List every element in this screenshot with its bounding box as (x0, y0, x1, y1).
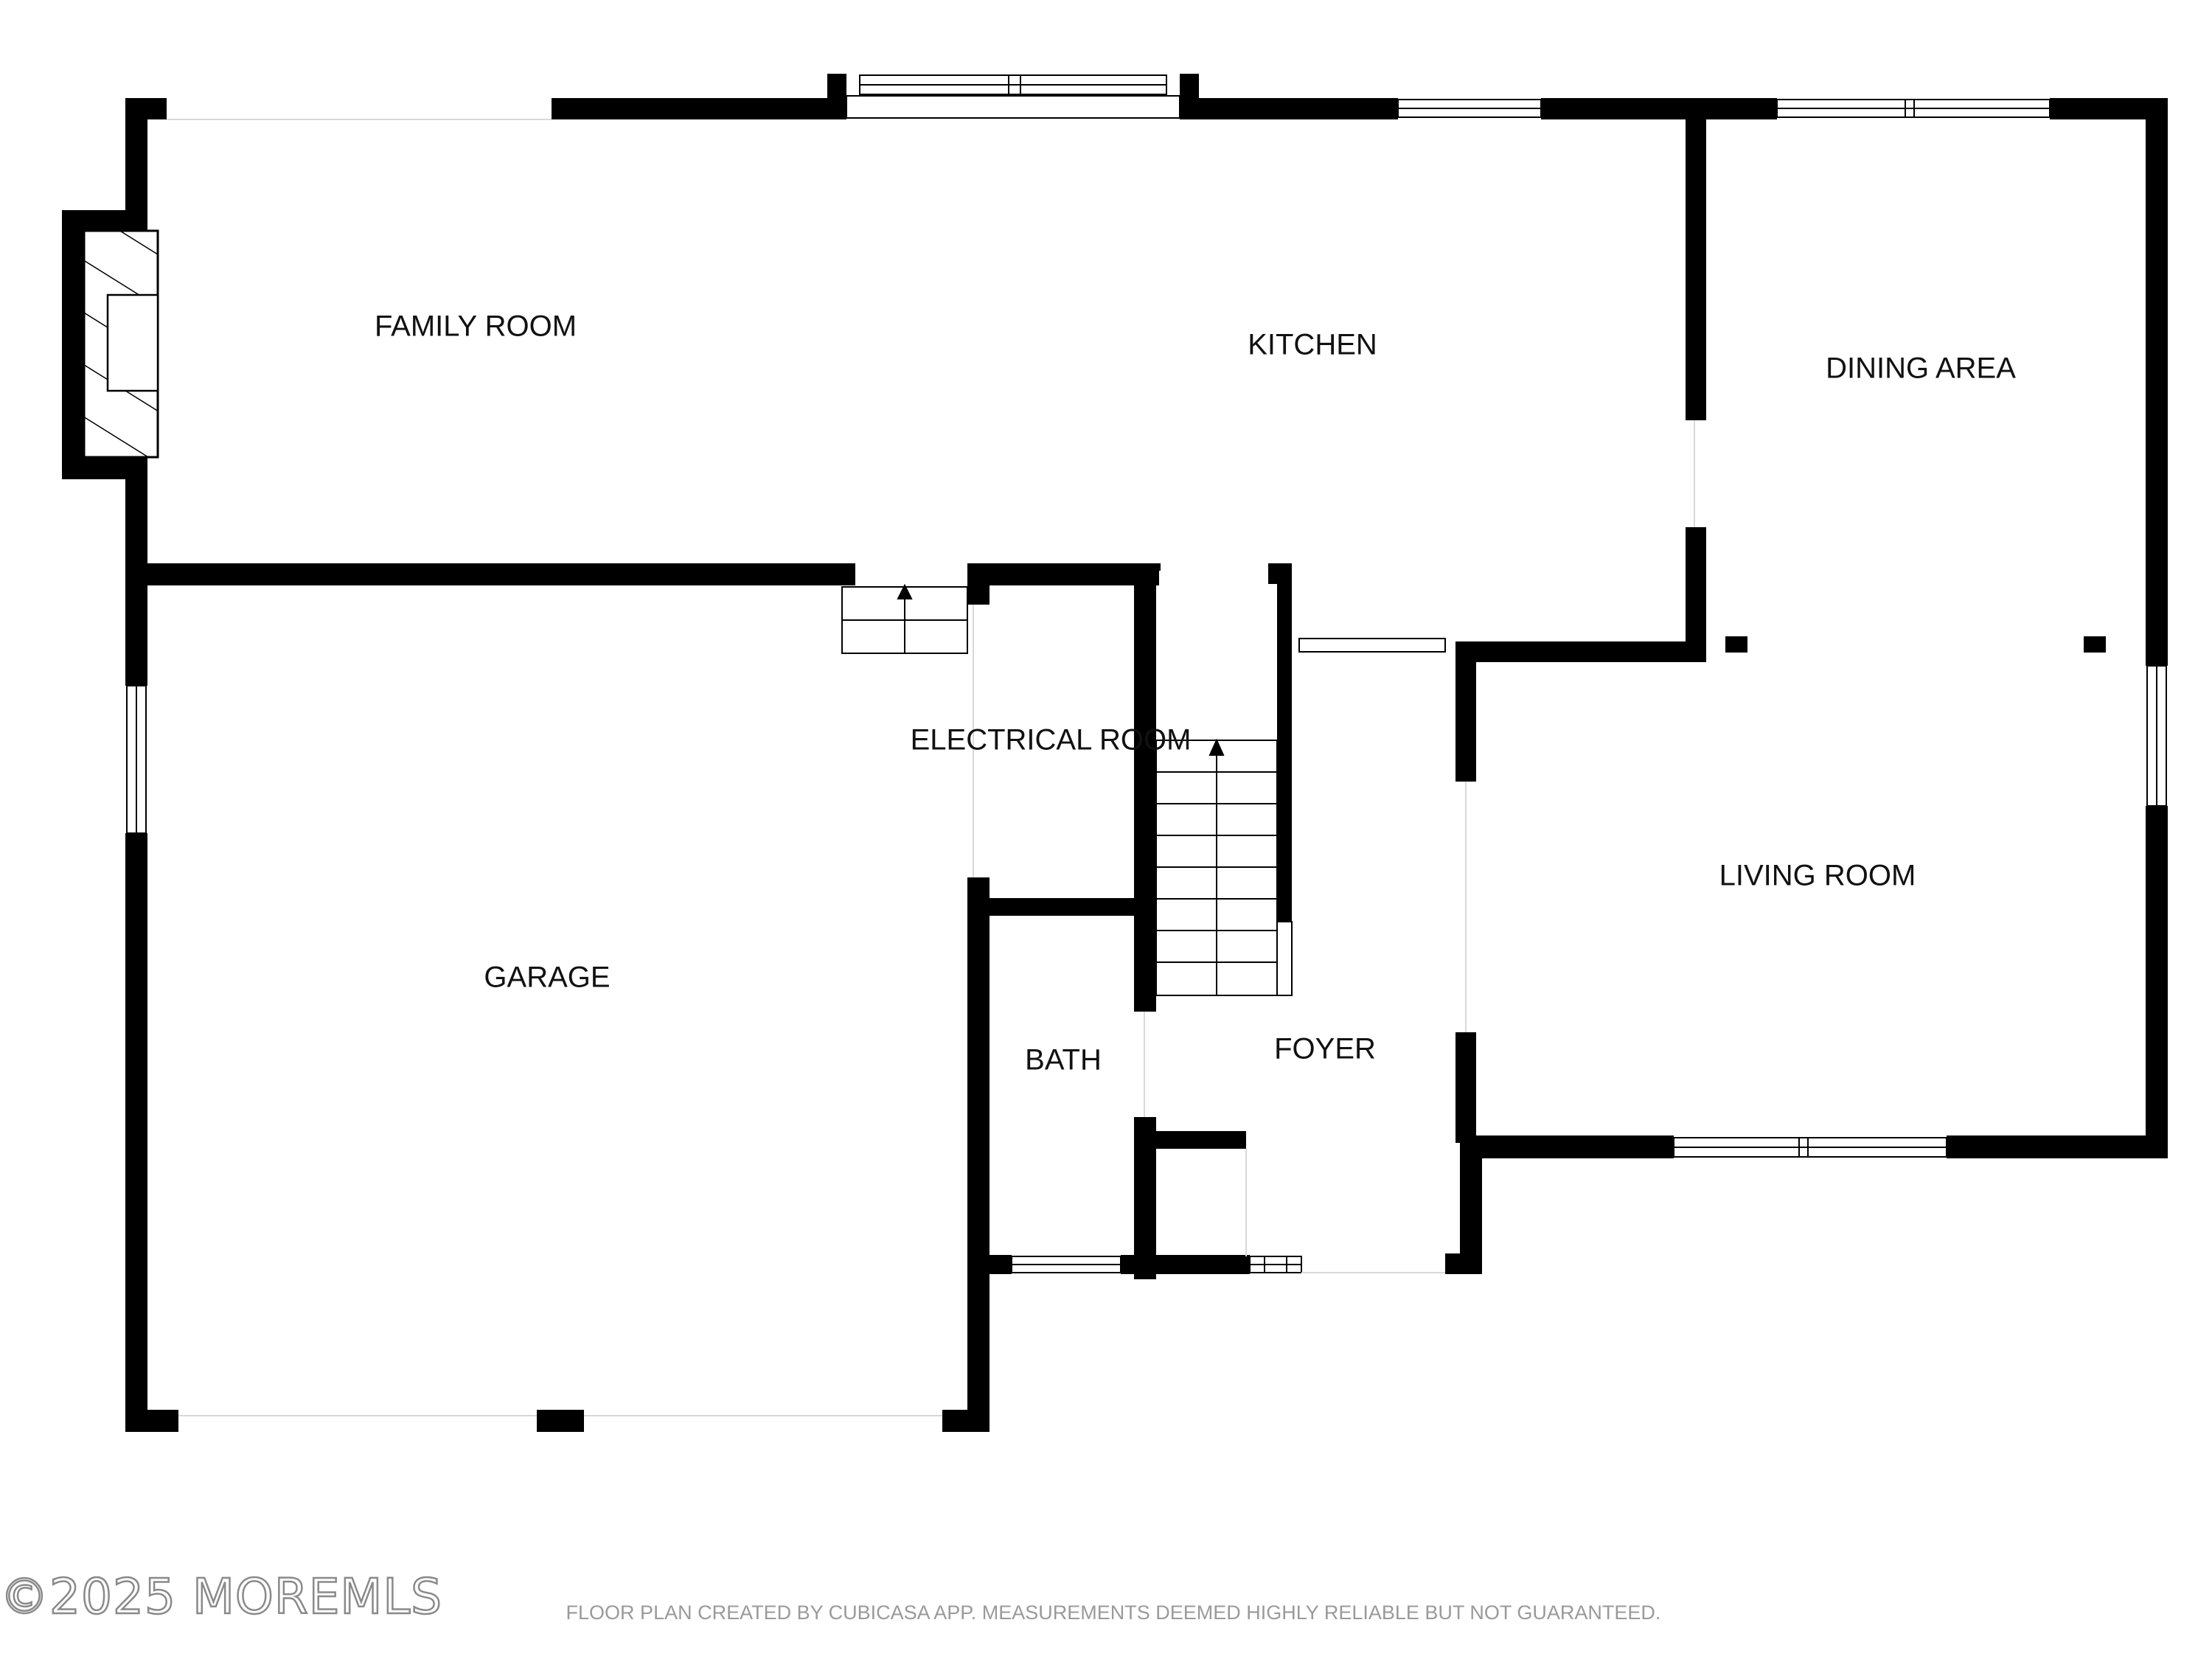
garage-entry-steps (841, 583, 968, 654)
walls (62, 74, 2168, 1432)
main-staircase (1155, 738, 1293, 996)
room-label-family-room: FAMILY ROOM (375, 310, 577, 343)
room-label-garage: GARAGE (484, 961, 610, 994)
watermark: ©2025 MOREMLS (0, 1568, 442, 1625)
room-label-electrical-room: ELECTRICAL ROOM (911, 724, 1192, 757)
room-label-dining-area: DINING AREA (1826, 352, 2016, 385)
room-label-bath: BATH (1025, 1044, 1102, 1077)
disclaimer: FLOOR PLAN CREATED BY CUBICASA APP. MEAS… (566, 1601, 1661, 1624)
room-label-kitchen: KITCHEN (1248, 329, 1377, 361)
openings (167, 119, 1695, 1416)
fireplace (83, 229, 159, 459)
room-label-foyer: FOYER (1274, 1033, 1376, 1065)
windows (126, 74, 2167, 1273)
room-label-living-room: LIVING ROOM (1719, 860, 1916, 892)
